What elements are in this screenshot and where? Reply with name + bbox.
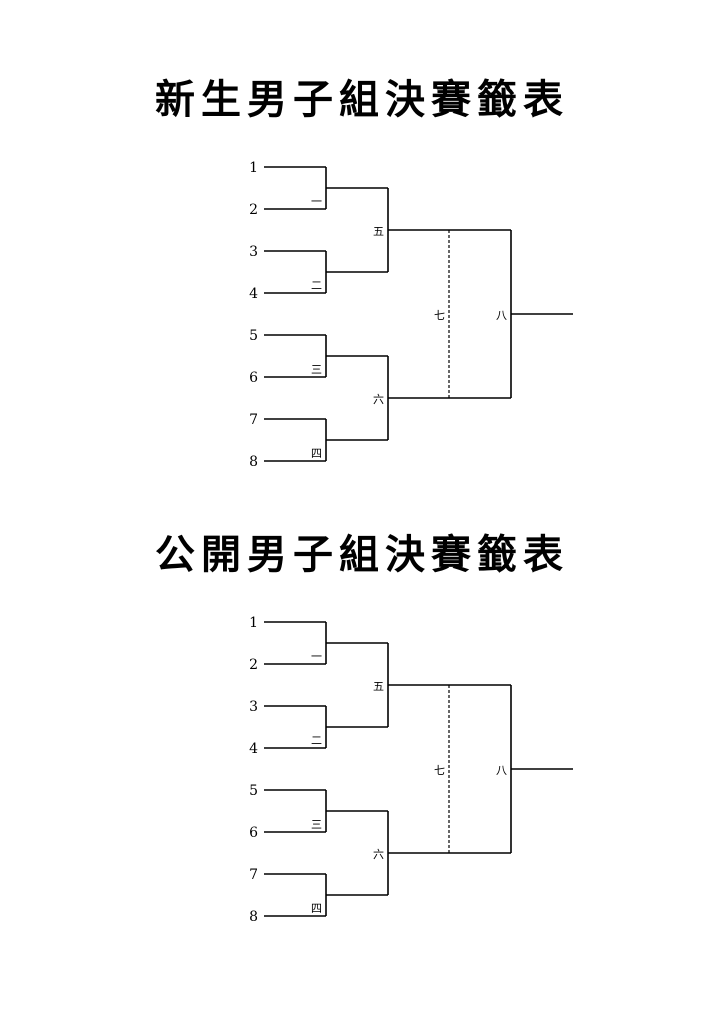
seed-number: 8: [249, 454, 258, 470]
match-label: 二: [311, 734, 322, 747]
match-label: 二: [311, 279, 322, 292]
seed-number: 2: [249, 202, 258, 218]
seed-number: 3: [249, 244, 258, 260]
match-label: 八: [496, 764, 507, 777]
match-label: 八: [496, 309, 507, 322]
match-label: 七: [434, 309, 445, 322]
seed-number: 6: [249, 370, 258, 386]
match-label: 一: [311, 650, 322, 663]
seed-number: 6: [249, 825, 258, 841]
match-label: 六: [373, 393, 384, 406]
match-label: 一: [311, 195, 322, 208]
match-label: 五: [373, 680, 384, 693]
seed-number: 1: [249, 615, 258, 631]
seed-number: 4: [249, 741, 258, 757]
page-title: 公開男子組決賽籤表: [155, 531, 569, 578]
match-label: 三: [311, 363, 322, 376]
match-label: 四: [311, 447, 322, 460]
page-title: 新生男子組決賽籤表: [155, 76, 569, 123]
seed-number: 8: [249, 909, 258, 925]
seed-number: 7: [249, 867, 258, 883]
seed-number: 5: [249, 783, 258, 799]
seed-number: 4: [249, 286, 258, 302]
match-label: 六: [373, 848, 384, 861]
match-label: 三: [311, 818, 322, 831]
match-label: 七: [434, 764, 445, 777]
seed-number: 2: [249, 657, 258, 673]
seed-number: 1: [249, 160, 258, 176]
seed-number: 3: [249, 699, 258, 715]
match-label: 四: [311, 902, 322, 915]
seed-number: 5: [249, 328, 258, 344]
seed-number: 7: [249, 412, 258, 428]
match-label: 五: [373, 225, 384, 238]
